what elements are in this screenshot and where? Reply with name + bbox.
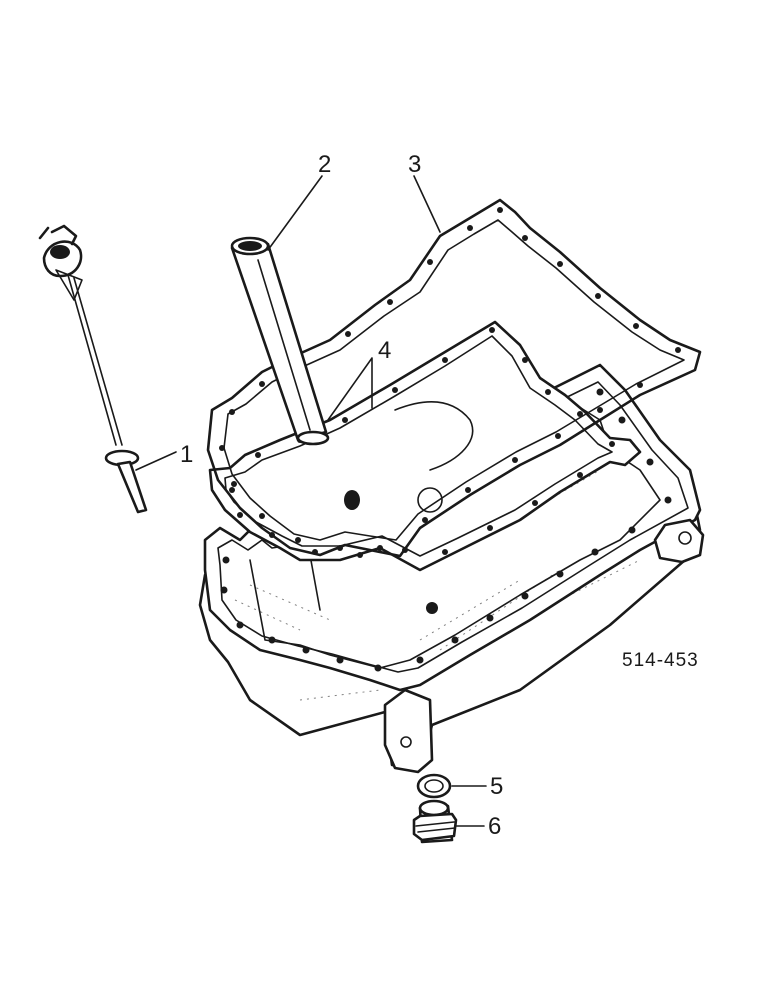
- pan-flange-holes: [220, 388, 672, 672]
- drain-plug: [412, 799, 458, 844]
- drain-plug-washer: [416, 773, 452, 799]
- callout-5: 5: [490, 773, 503, 800]
- gasket-upper: [206, 198, 702, 558]
- callout-labels: 1 2 3 4 5 6: [180, 151, 503, 840]
- gasket-lower: [208, 320, 642, 572]
- reference-number: 514-453: [622, 650, 699, 671]
- callout-1: 1: [180, 441, 193, 468]
- callout-6: 6: [488, 813, 501, 840]
- callout-4: 4: [378, 337, 391, 364]
- dipstick: [38, 224, 148, 514]
- callout-3: 3: [408, 151, 421, 178]
- leader-lines: [135, 175, 487, 827]
- callout-2: 2: [318, 151, 331, 178]
- dipstick-tube: [230, 236, 330, 446]
